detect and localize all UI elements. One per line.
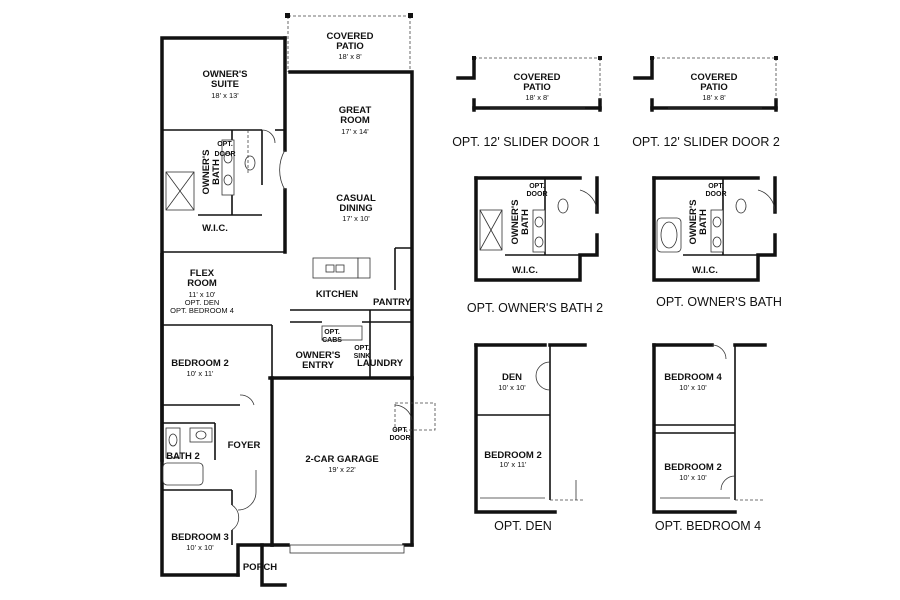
opt-bedroom-4-caption: OPT. BEDROOM 4 <box>655 519 761 533</box>
wic-label: W.I.C. <box>202 223 228 234</box>
bath2-wic-label: W.I.C. <box>512 265 538 276</box>
slider-1-patio-dims: 18' x 8' <box>525 93 549 102</box>
kitchen-label: KITCHEN <box>316 289 358 300</box>
bedroom-3-dims: 10' x 10' <box>186 543 214 552</box>
owners-bath-2-caption: OPT. OWNER'S BATH 2 <box>467 301 603 315</box>
exterior-walls <box>160 36 414 587</box>
porch-label: PORCH <box>243 562 277 573</box>
foyer-label: FOYER <box>228 440 261 451</box>
bedroom-2-label: BEDROOM 2 <box>171 358 229 369</box>
opt-owners-bath-2: OPT.DOOR OWNER'SBATH W.I.C. OPT. OWNER'S… <box>467 176 603 315</box>
covered-patio-dims: 18' x 8' <box>338 52 362 61</box>
great-room-dims: 17' x 14' <box>341 127 369 136</box>
den-dims: 10' x 10' <box>498 383 526 392</box>
opt-bed4-bedroom-2-dims: 10' x 10' <box>679 473 707 482</box>
bath-wic-label: W.I.C. <box>692 265 718 276</box>
covered-patio-area <box>285 13 413 72</box>
bath-2-label: BATH 2 <box>166 451 200 462</box>
slider-2-caption: OPT. 12' SLIDER DOOR 2 <box>632 135 780 149</box>
opt-bedroom-4: BEDROOM 4 10' x 10' BEDROOM 2 10' x 10' … <box>652 343 767 533</box>
garage-label: 2-CAR GARAGE <box>305 454 378 465</box>
opt-bed4-bedroom-2-label: BEDROOM 2 <box>664 462 722 473</box>
opt-door-bath-label: OPT.DOOR <box>215 141 236 158</box>
opt-den: DEN 10' x 10' BEDROOM 2 10' x 11' OPT. D… <box>474 343 587 533</box>
fixtures <box>162 139 405 554</box>
laundry-label: LAUNDRY <box>357 358 404 369</box>
slider-2-patio-dims: 18' x 8' <box>702 93 726 102</box>
bedroom-3-label: BEDROOM 3 <box>171 532 229 543</box>
den-label: DEN <box>502 372 522 383</box>
bath2-owners-bath-label: OWNER'SBATH <box>510 199 531 244</box>
garage-dims: 19' x 22' <box>328 465 356 474</box>
opt-sink-label: OPT.SINK <box>354 345 371 360</box>
den-bedroom-2-dims: 10' x 11' <box>500 460 527 469</box>
bath-opt-door-label: OPT.DOOR <box>706 183 727 198</box>
opt-door-garage-label: OPT.DOOR <box>390 427 411 442</box>
bath2-opt-door-label: OPT.DOOR <box>527 183 548 198</box>
opt-den-caption: OPT. DEN <box>494 519 552 533</box>
owners-bath-caption: OPT. OWNER'S BATH <box>656 295 782 309</box>
bath-owners-bath-label: OWNER'SBATH <box>688 199 709 244</box>
casual-dining-dims: 17' x 10' <box>342 214 370 223</box>
opt-cabs-label: OPT.CABS <box>322 329 342 344</box>
den-bedroom-2-label: BEDROOM 2 <box>484 450 542 461</box>
bedroom-4-label: BEDROOM 4 <box>664 372 722 383</box>
slider-1-caption: OPT. 12' SLIDER DOOR 1 <box>452 135 600 149</box>
opt-owners-bath: OPT.DOOR OWNER'SBATH W.I.C. OPT. OWNER'S… <box>652 176 782 309</box>
owners-bath-label: OWNER'SBATH <box>201 149 222 194</box>
pantry-label: PANTRY <box>373 297 412 308</box>
bedroom-4-dims: 10' x 10' <box>679 383 707 392</box>
flex-room-dims: 11' x 10' <box>189 290 216 299</box>
door-swings <box>231 129 436 531</box>
bedroom-2-dims: 10' x 11' <box>187 369 214 378</box>
owners-suite-dims: 18' x 13' <box>211 91 239 100</box>
